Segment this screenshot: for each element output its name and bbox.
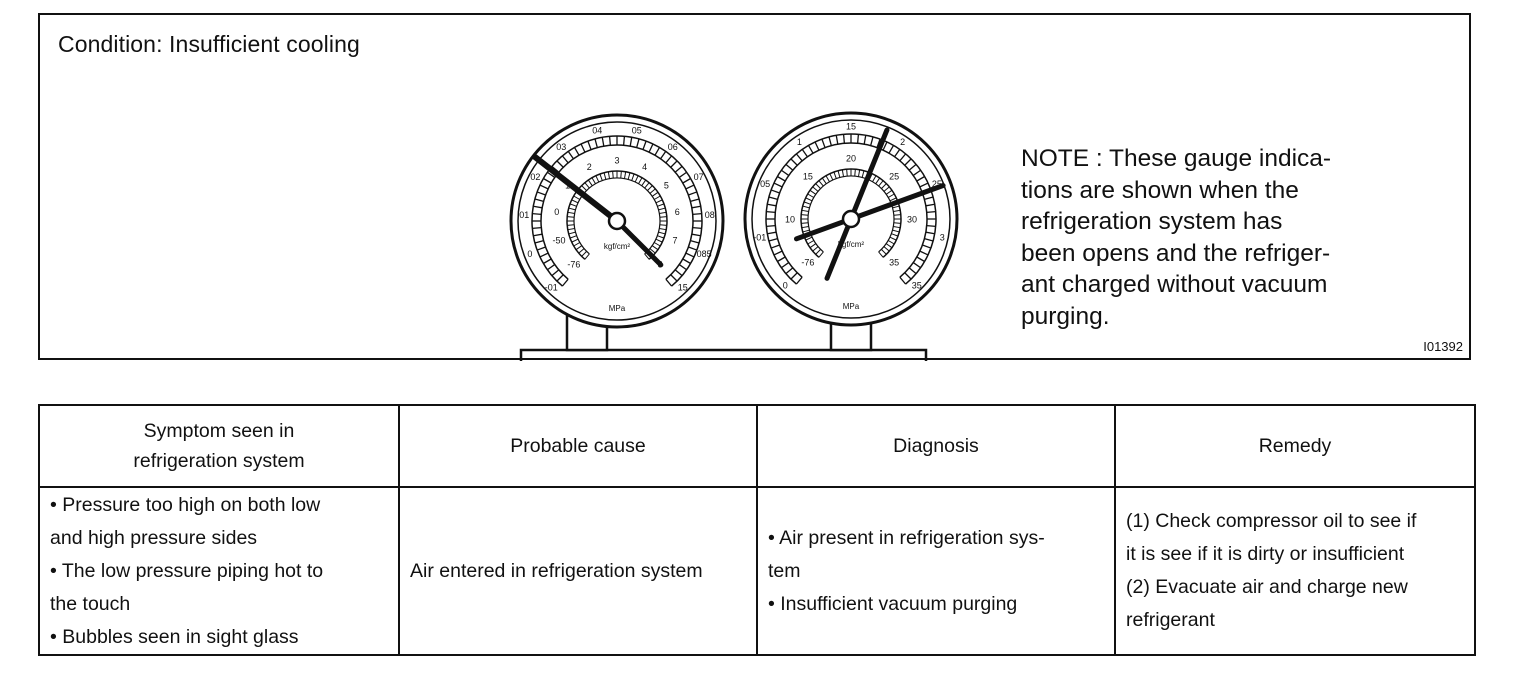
manifold-bar [519, 348, 928, 361]
header-line: Symptom seen in [143, 420, 295, 442]
remedy-line: (2) Evacuate air and charge new [1126, 576, 1408, 598]
high-gauge-inner-label: 10 [785, 215, 795, 225]
high-gauge-hub [841, 209, 861, 229]
low-gauge-outer-label: 0 [527, 249, 532, 259]
low-gauge-needle [614, 218, 664, 268]
low-gauge-outer-label: 07 [694, 172, 704, 182]
table-header-row: Symptom seen in refrigeration system Pro… [38, 404, 1476, 488]
symptom-line: • Bubbles seen in sight glass [50, 625, 299, 648]
high-gauge-ticks [766, 134, 936, 285]
high-gauge-outer-label: 25 [932, 179, 942, 189]
table-row: • Pressure too high on both low and high… [38, 486, 1476, 656]
low-gauge-outer-label: 08 [705, 210, 715, 220]
symptom-line: the touch [50, 592, 131, 615]
note-line: purging. [1021, 302, 1110, 330]
low-gauge-outer-label: 085 [697, 249, 712, 259]
header-probable-cause: Probable cause [398, 404, 758, 488]
note-line: refrigeration system has [1021, 208, 1283, 235]
high-gauge-inner-label: -76 [801, 258, 814, 268]
note-line: been opens and the refriger- [1021, 239, 1331, 267]
diagnosis-line: • Insufficient vacuum purging [768, 592, 1018, 615]
symptom-line: • The low pressure piping hot to [50, 559, 324, 582]
header-line: refrigeration system [133, 450, 305, 472]
high-gauge-outer-label: 15 [846, 122, 856, 132]
low-gauge-inner-label: -50 [552, 235, 565, 245]
low-gauge-needle [532, 153, 620, 224]
remedy-line: it is see if it is dirty or insufficient [1126, 543, 1405, 565]
low-gauge-inner-label: 7 [673, 235, 678, 245]
note-line: tions are shown when the [1021, 176, 1299, 204]
low-gauge-outer-label: 05 [632, 126, 642, 136]
low-gauge-hub [607, 211, 627, 231]
diagnosis-cell: • Air present in refrigeration sys- tem … [756, 486, 1116, 656]
symptom-line: and high pressure sides [50, 526, 258, 549]
low-gauge-inner-label: 5 [664, 181, 669, 191]
high-gauge-outer-label: -01 [753, 233, 766, 243]
high-gauge-outer-label: 35 [912, 280, 922, 290]
high-gauge-unit-kg: kgf/cm² [838, 240, 865, 249]
header-line: Probable cause [510, 435, 646, 457]
diagnosis-line: • Air present in refrigeration sys- [768, 526, 1045, 549]
high-pressure-gauge: 0 -01 05 1 15 2 25 3 35 -76 10 15 20 25 30 35 kgf/cm² MPa [743, 111, 959, 327]
low-gauge-unit-kg: kgf/cm² [604, 242, 631, 251]
low-gauge-outer-label: 02 [530, 172, 540, 182]
high-gauge-outer-label: 05 [760, 179, 770, 189]
remedy-line: refrigerant [1126, 609, 1215, 631]
low-gauge-outer-label: 06 [668, 142, 678, 152]
high-gauge-inner-label: 30 [907, 215, 917, 225]
high-gauge-unit-mpa: MPa [843, 302, 860, 311]
high-gauge-needle [793, 182, 946, 242]
low-gauge-inner-label: -76 [567, 260, 580, 270]
high-gauge-outer-label: 3 [940, 233, 945, 243]
manifold-gauges-illustration: -010010203040506070808515-76-50012345678… [509, 111, 959, 361]
low-gauge-ticks [532, 136, 702, 287]
high-gauge-outer-label: 1 [797, 137, 802, 147]
low-gauge-outer-label: 04 [592, 126, 602, 136]
low-gauge-inner-label: 4 [642, 162, 647, 172]
low-gauge-inner-label: 6 [675, 207, 680, 217]
figure-id: I01392 [1423, 339, 1463, 354]
cause-line: Air entered in refrigeration system [410, 559, 703, 582]
header-remedy: Remedy [1114, 404, 1476, 488]
diagnosis-line: tem [768, 559, 801, 582]
note-line: NOTE : These gauge indica- [1021, 145, 1332, 172]
condition-title: Condition: Insufficient cooling [58, 31, 360, 57]
diagnosis-table: Symptom seen in refrigeration system Pro… [38, 404, 1476, 656]
note-line: ant charged without vacuum [1021, 271, 1328, 298]
header-line: Diagnosis [893, 435, 979, 457]
symptom-line: • Pressure too high on both low [50, 493, 321, 516]
high-gauge-inner-label: 15 [803, 171, 813, 181]
high-gauge-outer-label: 2 [900, 137, 905, 147]
remedy-cell: (1) Check compressor oil to see if it is… [1114, 486, 1476, 656]
note-text: NOTE : These gauge indica- tions are sho… [1021, 143, 1371, 332]
high-gauge-inner-label: 35 [889, 258, 899, 268]
high-gauge-inner-label: 25 [889, 171, 899, 181]
header-line: Remedy [1258, 435, 1332, 457]
header-symptom: Symptom seen in refrigeration system [38, 404, 400, 488]
remedy-line: (1) Check compressor oil to see if [1126, 510, 1417, 532]
high-gauge-needle [824, 127, 890, 281]
cause-cell: Air entered in refrigeration system [398, 486, 758, 656]
low-gauge-inner-label: 0 [554, 207, 559, 217]
low-gauge-outer-label: 15 [678, 282, 688, 292]
low-gauge-outer-label: 03 [556, 142, 566, 152]
low-gauge-inner-label: 3 [614, 156, 619, 166]
low-gauge-outer-label: 01 [519, 210, 529, 220]
low-pressure-gauge: -010010203040506070808515-76-50012345678… [509, 113, 725, 329]
header-diagnosis: Diagnosis [756, 404, 1116, 488]
high-gauge-inner-label: 20 [846, 154, 856, 164]
symptom-cell: • Pressure too high on both low and high… [38, 486, 400, 656]
low-gauge-unit-mpa: MPa [609, 304, 626, 313]
high-gauge-outer-label: 0 [783, 280, 788, 290]
low-gauge-inner-label: 2 [587, 162, 592, 172]
low-gauge-outer-label: -01 [545, 282, 558, 292]
